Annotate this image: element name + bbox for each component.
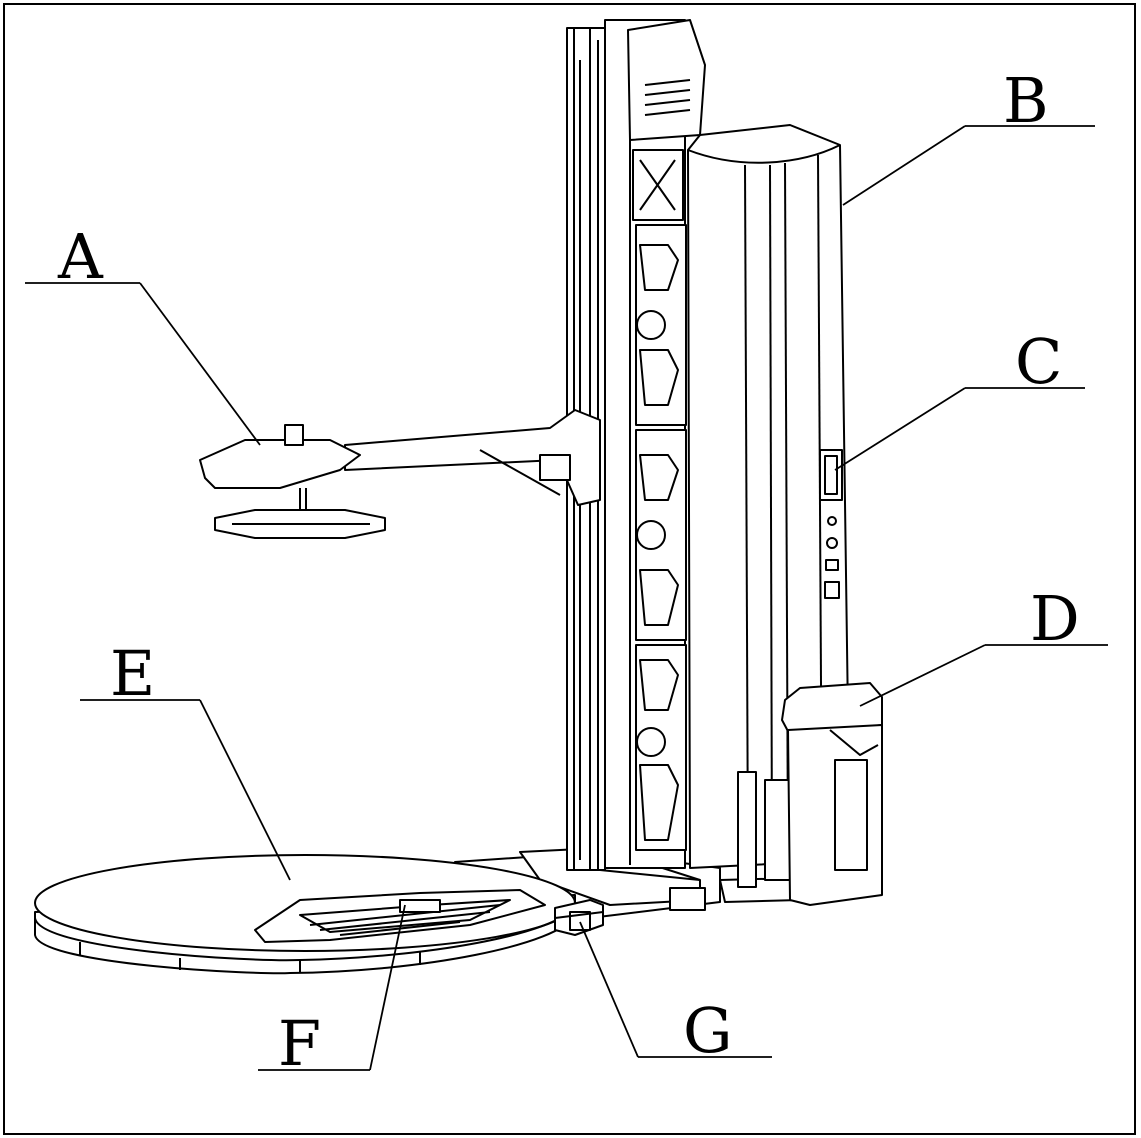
leader-lines bbox=[25, 125, 1108, 1071]
mast-column bbox=[566, 19, 851, 888]
callout-c: C bbox=[1015, 325, 1062, 398]
callout-a: A bbox=[57, 220, 104, 293]
top-press-arm bbox=[199, 409, 601, 539]
callout-f: F bbox=[278, 1007, 321, 1080]
sensor-box bbox=[554, 899, 604, 936]
film-carriage bbox=[781, 682, 883, 906]
callout-b: B bbox=[1003, 64, 1049, 137]
diagram-border bbox=[3, 3, 1136, 1135]
callout-g: G bbox=[683, 994, 733, 1067]
callout-e: E bbox=[110, 637, 155, 710]
callout-d: D bbox=[1030, 582, 1080, 655]
